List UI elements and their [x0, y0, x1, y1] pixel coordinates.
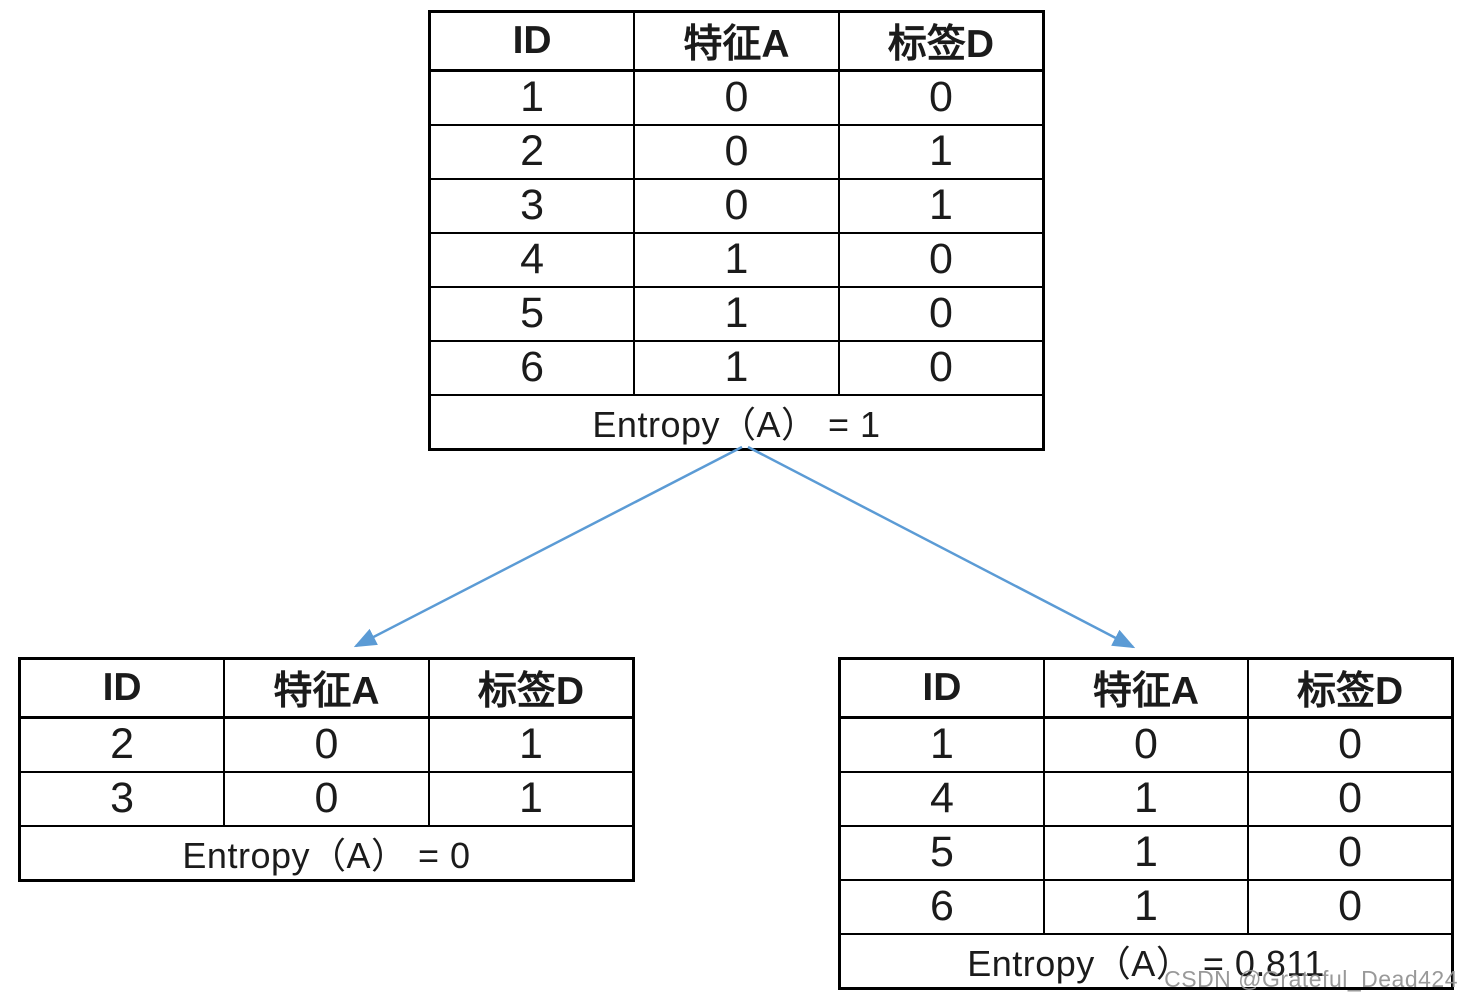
cell: 2: [428, 123, 636, 180]
entropy-row: Entropy（A） = 0: [18, 824, 635, 881]
cell: 1: [633, 339, 840, 396]
column-header-id: ID: [838, 657, 1045, 719]
cell: 6: [838, 878, 1045, 935]
cell: 1: [427, 770, 635, 827]
cell: 1: [1042, 824, 1250, 881]
csdn-watermark: CSDN @Grateful_Dead424: [1164, 966, 1458, 992]
table-row: 1 0 0: [428, 69, 1045, 126]
table-row: 1 0 0: [838, 716, 1454, 773]
cell: 0: [1247, 770, 1454, 827]
header-row: ID 特征A 标签D: [838, 657, 1454, 719]
table-row: 4 1 0: [838, 770, 1454, 827]
cell: 4: [838, 770, 1045, 827]
column-header-feature-a: 特征A: [633, 10, 840, 72]
left-subset-table: ID 特征A 标签D 2 0 1 3 0 1 Entropy（A） = 0: [18, 657, 635, 882]
cell: 0: [1247, 716, 1454, 773]
cell: 0: [223, 770, 430, 827]
split-arrow-right: [747, 445, 1136, 649]
column-header-label-d: 标签D: [1247, 657, 1454, 719]
table-row: 5 1 0: [838, 824, 1454, 881]
table-row: 2 0 1: [428, 123, 1045, 180]
root-dataset-table: ID 特征A 标签D 1 0 0 2 0 1 3 0 1 4: [428, 10, 1045, 451]
table-row: 2 0 1: [18, 716, 635, 773]
cell: 0: [223, 716, 430, 773]
header-row: ID 特征A 标签D: [18, 657, 635, 719]
cell: 1: [1042, 878, 1250, 935]
entropy-value-right: Entropy（A） = 0.811: [838, 932, 1454, 989]
cell: 5: [428, 285, 636, 342]
cell: 0: [837, 69, 1045, 126]
column-header-label-d: 标签D: [837, 10, 1045, 72]
cell: 3: [18, 770, 226, 827]
cell: 0: [837, 285, 1045, 342]
table-row: 4 1 0: [428, 231, 1045, 288]
table-row: 6 1 0: [838, 878, 1454, 935]
cell: 1: [427, 716, 635, 773]
entropy-value-left: Entropy（A） = 0: [18, 824, 635, 881]
cell: 1: [633, 231, 840, 288]
cell: 0: [1247, 878, 1454, 935]
cell: 2: [18, 716, 226, 773]
entropy-value-root: Entropy（A） = 1: [428, 393, 1045, 450]
cell: 0: [837, 231, 1045, 288]
column-header-label-d: 标签D: [427, 657, 635, 719]
cell: 0: [837, 339, 1045, 396]
cell: 0: [633, 69, 840, 126]
column-header-id: ID: [18, 657, 226, 719]
cell: 6: [428, 339, 636, 396]
right-subset-table: ID 特征A 标签D 1 0 0 4 1 0 5 1 0 6: [838, 657, 1454, 990]
split-arrow-left: [353, 445, 743, 648]
table-row: 3 0 1: [428, 177, 1045, 234]
cell: 1: [428, 69, 636, 126]
cell: 0: [633, 123, 840, 180]
column-header-id: ID: [428, 10, 636, 72]
entropy-row: Entropy（A） = 1: [428, 393, 1045, 450]
cell: 4: [428, 231, 636, 288]
cell: 1: [837, 123, 1045, 180]
cell: 1: [633, 285, 840, 342]
cell: 0: [1247, 824, 1454, 881]
cell: 0: [1042, 716, 1250, 773]
cell: 5: [838, 824, 1045, 881]
cell: 3: [428, 177, 636, 234]
column-header-feature-a: 特征A: [1042, 657, 1250, 719]
cell: 1: [838, 716, 1045, 773]
column-header-feature-a: 特征A: [223, 657, 430, 719]
table-row: 3 0 1: [18, 770, 635, 827]
entropy-row: Entropy（A） = 0.811: [838, 932, 1454, 989]
table-row: 6 1 0: [428, 339, 1045, 396]
cell: 0: [633, 177, 840, 234]
table-row: 5 1 0: [428, 285, 1045, 342]
cell: 1: [837, 177, 1045, 234]
header-row: ID 特征A 标签D: [428, 10, 1045, 72]
cell: 1: [1042, 770, 1250, 827]
